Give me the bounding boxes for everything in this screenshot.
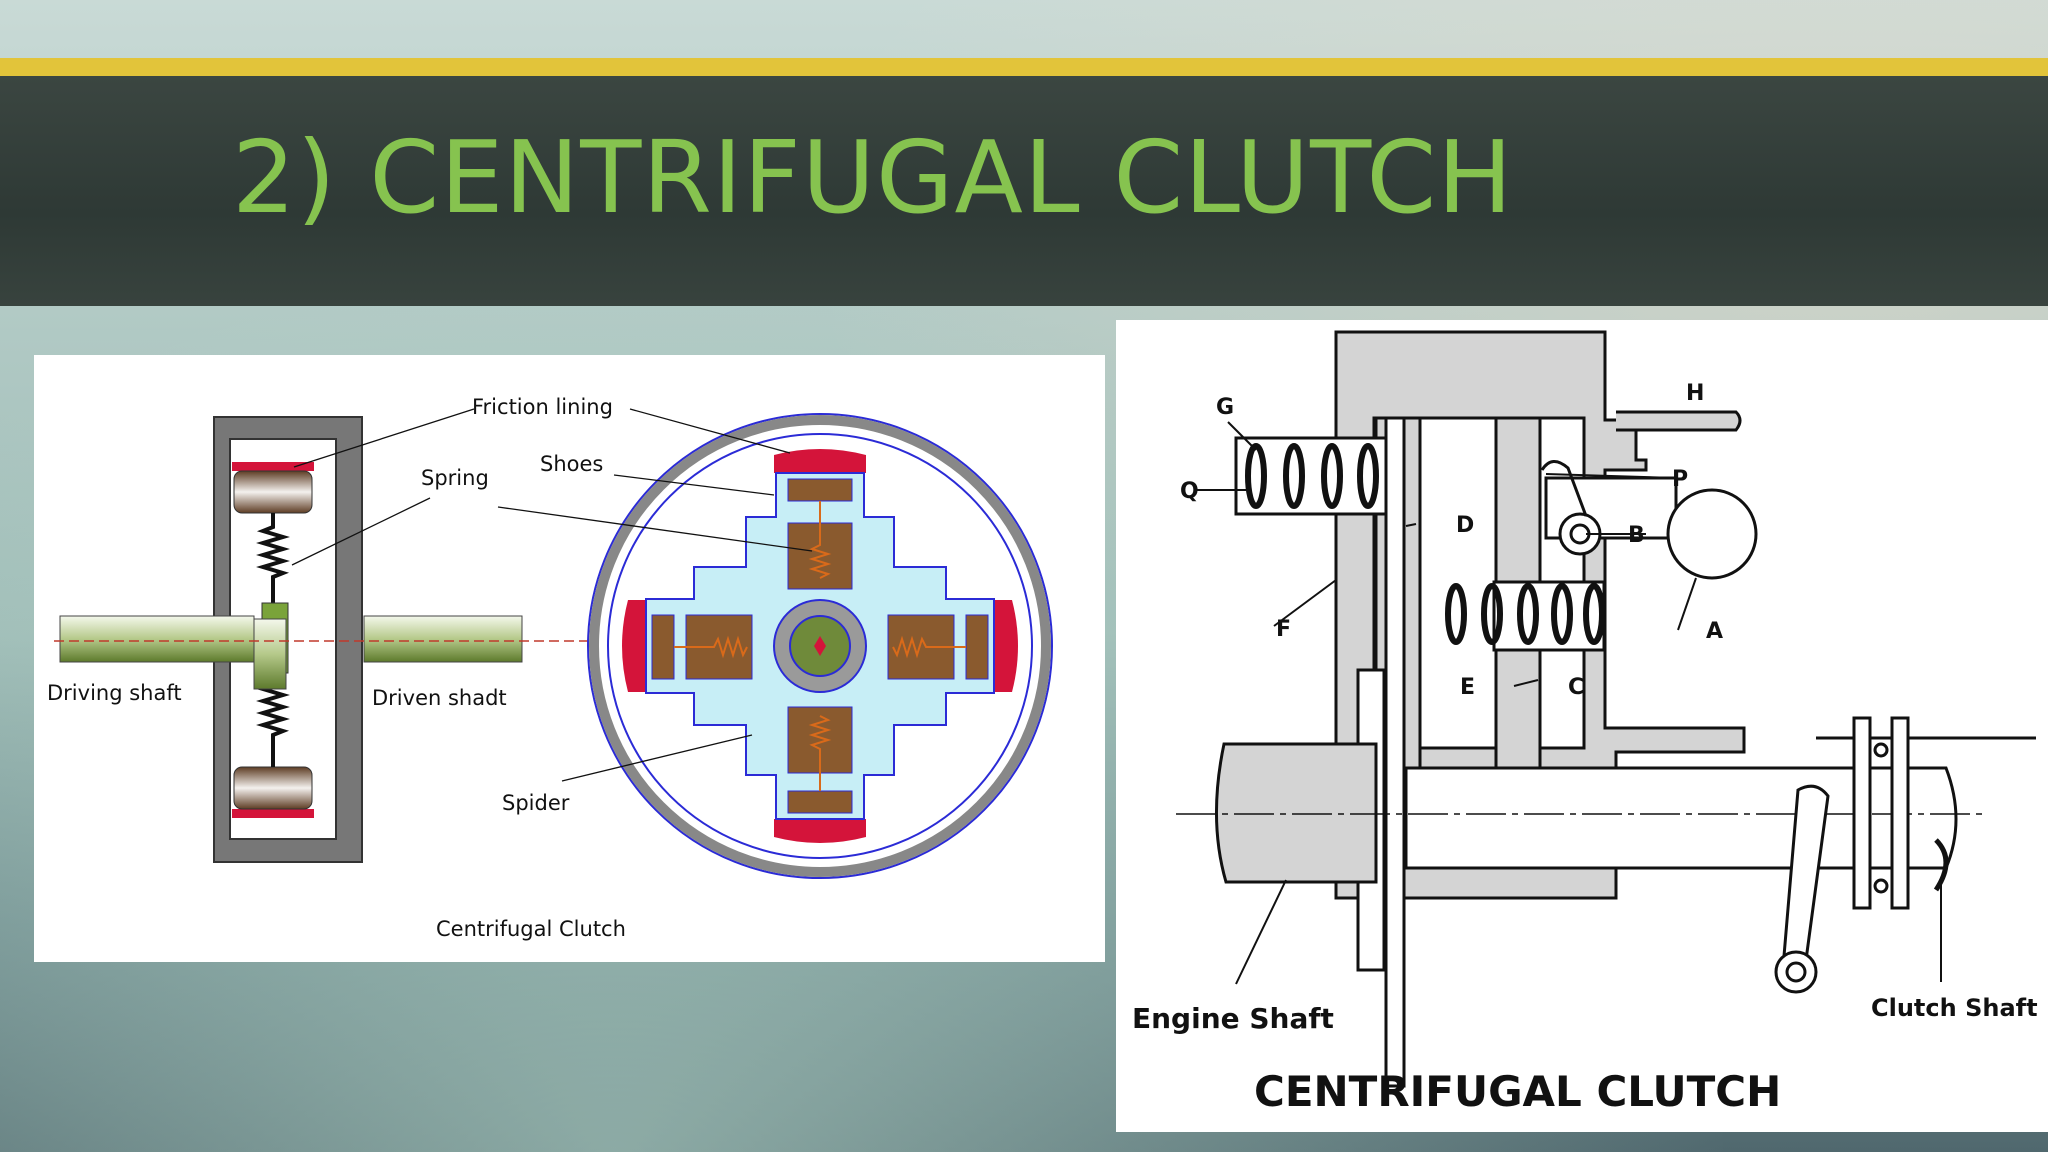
label-P: P [1672, 467, 1688, 492]
spring-G [1245, 443, 1379, 509]
label-spider: Spider [502, 791, 570, 815]
label-B: B [1628, 523, 1645, 548]
driving-shaft [59, 615, 255, 663]
left-diagram-panel: Friction lining Spring Shoes Driving sha… [34, 355, 1105, 962]
label-spring: Spring [421, 466, 489, 490]
label-engine-shaft: Engine Shaft [1132, 1002, 1334, 1035]
friction-lining-bottom [232, 809, 314, 818]
flange-2 [1890, 716, 1910, 910]
lining-bottom [774, 819, 866, 843]
slide-title: 2) CENTRIFUGAL CLUTCH [232, 119, 1514, 236]
label-E: E [1460, 675, 1475, 700]
spring-front-left [674, 635, 748, 659]
label-D: D [1456, 513, 1474, 538]
accent-bar [0, 58, 2048, 76]
label-H: H [1686, 381, 1704, 406]
centrifugal-clutch-diagram-right: G H Q P D B F A E C Engine Shaft Clutch … [1132, 330, 2038, 1116]
lining-top [774, 449, 866, 473]
leader-lines-left [291, 408, 813, 782]
engine-shaft [1215, 742, 1378, 884]
clutch-front-view [587, 413, 1053, 879]
bell-crank [1540, 460, 1678, 556]
lining-left [622, 600, 646, 692]
label-F: F [1276, 617, 1291, 642]
label-C: C [1568, 675, 1584, 700]
spring-top [256, 513, 290, 603]
caption-left: Centrifugal Clutch [436, 917, 626, 941]
label-clutch-shaft: Clutch Shaft [1871, 994, 2038, 1022]
centrifugal-clutch-diagram-left: Friction lining Spring Shoes Driving sha… [47, 395, 1053, 941]
title-band [0, 76, 2048, 306]
caption-right: CENTRIFUGAL CLUTCH [1254, 1067, 1781, 1116]
drum-side-view [213, 416, 363, 863]
spring-front-right [892, 635, 966, 659]
bracket-H [1616, 410, 1742, 432]
lining-right [994, 600, 1018, 692]
shoe-bottom [233, 766, 313, 810]
weight-A [1666, 488, 1758, 580]
label-G: G [1216, 395, 1234, 420]
friction-lining-top [232, 462, 314, 471]
hub-collar [253, 618, 287, 690]
flange-1 [1852, 716, 1872, 910]
label-shoes: Shoes [540, 452, 603, 476]
spring-front-bottom [808, 715, 832, 791]
spring-E [1445, 583, 1605, 645]
label-Q: Q [1180, 479, 1199, 504]
label-driving-shaft: Driving shaft [47, 681, 182, 705]
right-diagram-panel: G H Q P D B F A E C Engine Shaft Clutch … [1116, 320, 2048, 1132]
spring-front-top [808, 501, 832, 579]
shoe-top [233, 470, 313, 514]
plate-F [1384, 416, 1406, 1088]
driven-shaft [363, 615, 523, 663]
label-driven-shaft: Driven shadt [372, 686, 507, 710]
label-A: A [1706, 619, 1723, 644]
label-friction-lining: Friction lining [472, 395, 613, 419]
leader-lines-right [1194, 421, 1942, 985]
